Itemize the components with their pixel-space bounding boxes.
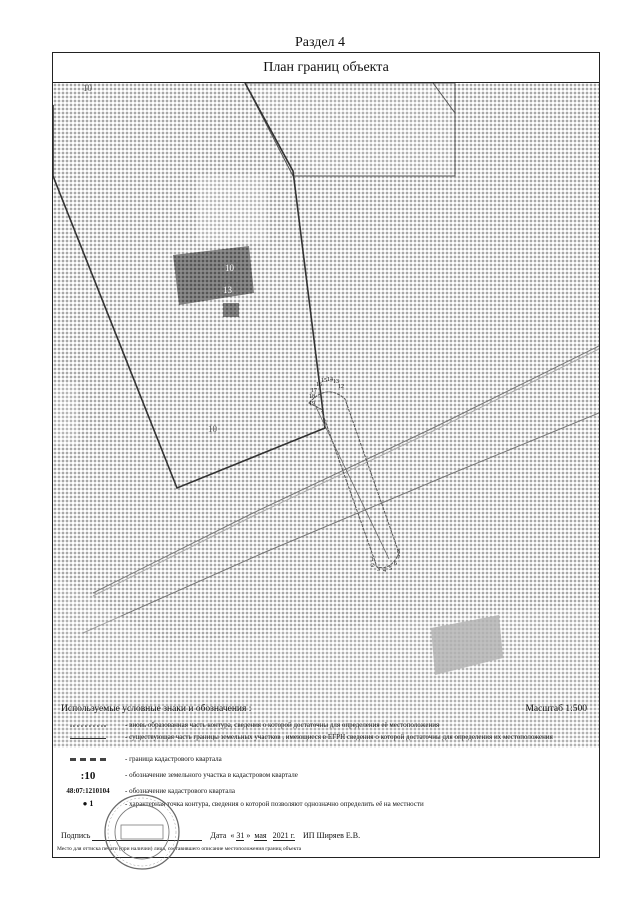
light-area-bottom [53,573,599,748]
new-contour-inner [314,404,390,560]
new-contour [308,391,400,569]
plan-map: 10 10 13 10 19 18 17 16 15 14 13 12 8 7 … [53,83,599,748]
date-day: 31 [236,831,245,841]
point-label: 16 [316,382,322,388]
building-light [197,175,267,243]
stamp-note: Место для оттиска печати (при наличии) л… [57,846,302,852]
legend-symbol-parcel-label: :10 [80,770,96,782]
seal-stamp [104,794,180,870]
legend-symbol-quarter-boundary [57,755,119,763]
date-year: 2021 г. [272,831,295,841]
legend-symbol-existing-boundary [57,733,119,741]
building-annex [223,303,239,317]
section-title: Раздел 4 [294,35,346,50]
date-month: мая [254,831,267,841]
legend-symbol-point: ● 1 [82,799,94,808]
point-label: 2 [371,563,374,569]
point-label: 7 [397,555,400,561]
point-label: 3 [377,567,380,573]
point-label: 19 [309,401,315,407]
building-line [432,83,456,114]
point-label: 17 [311,388,317,394]
road-edge-upper [92,345,599,594]
point-label: 15 [321,378,327,384]
building-label-2: 13 [223,285,233,295]
point-label: 14 [327,377,333,383]
quarter-label-top: 10 [83,83,93,93]
signature-line [92,831,203,841]
points-bottom: 8 7 6 5 4 3 2 1 [371,549,400,574]
building-dark [173,246,254,305]
points-top: 19 18 17 16 15 14 13 12 [309,377,344,407]
point-label: 6 [394,561,397,567]
legend-symbol-new-contour [57,721,119,729]
engineer-name: ИП Ширяев Е.В. [302,831,361,840]
point-label: 5 [389,566,392,572]
scale-label: Масштаб 1:500 [525,704,587,714]
point-label: 12 [338,384,344,390]
left-block [53,383,79,445]
dark-patch [431,615,503,675]
point-label: 1 [371,557,374,563]
signature-row: Подпись Дата « 31 » мая 2021 г. ИП Ширяе… [61,831,361,841]
building-outline-top [244,83,456,177]
road-edge-upper2 [92,348,599,597]
parcel-label: 10 [208,424,218,434]
point-label: 4 [383,568,386,574]
legend-symbol-quarter-number: 48:07:1210104 [66,787,110,795]
signature-label: Подпись [61,831,91,840]
legend-title: Используемые условные знаки и обозначени… [61,704,252,714]
point-label: 18 [309,394,315,400]
unhatched-area [245,83,455,176]
point-label: 13 [333,379,339,385]
parcel-boundary [53,83,326,490]
plan-header: План границ объекта [53,53,599,83]
map-drawing: 10 10 13 10 19 18 17 16 15 14 13 12 8 7 … [53,83,599,748]
document-frame: План границ объекта [52,52,600,870]
date-label: Дата [210,831,227,840]
point-label: 8 [397,549,400,555]
building-label-1: 10 [225,263,235,273]
